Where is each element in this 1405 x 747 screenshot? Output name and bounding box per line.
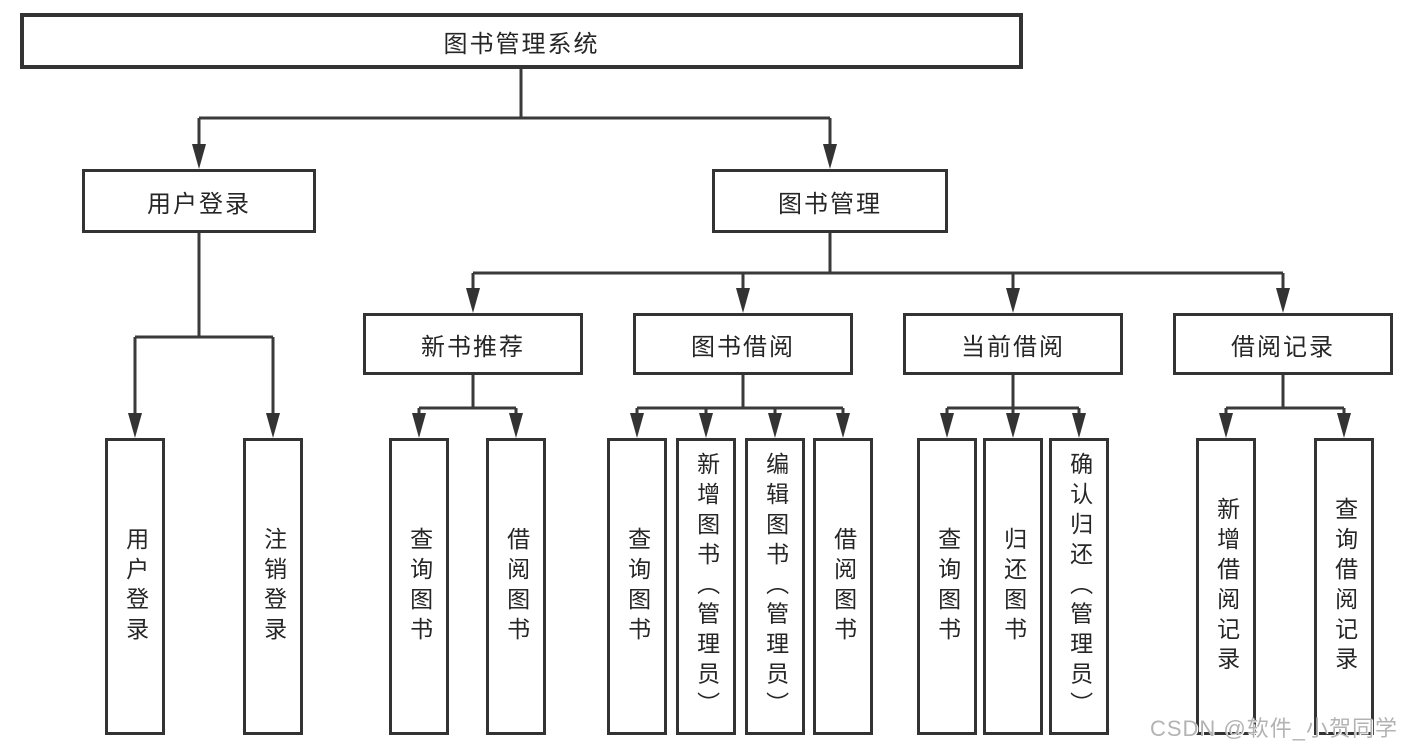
node-label: 借阅记录 [1231,333,1335,361]
leaf-label: 确认归还（管理员） [1066,451,1093,722]
leaf-add-borrowing-record: 新增借阅记录 [1196,438,1256,735]
leaf-logout: 注销登录 [243,438,303,735]
leaf-search-books-3: 查询图书 [917,438,977,735]
leaf-label: 编辑图书（管理员） [762,451,789,722]
arrowheads [128,144,1351,438]
node-current-borrowing: 当前借阅 [903,313,1123,375]
leaf-label: 查询图书 [624,526,651,647]
leaf-label: 新增图书（管理员） [693,451,720,722]
node-library-management-system: 图书管理系统 [20,13,1023,69]
leaf-label: 查询图书 [406,526,433,647]
leaf-label: 新增借阅记录 [1213,496,1240,677]
leaf-label: 查询借阅记录 [1331,496,1358,677]
node-user-login: 用户登录 [82,169,316,233]
node-label: 新书推荐 [421,333,525,361]
node-label: 图书管理系统 [443,30,600,58]
node-label: 图书借阅 [691,333,795,361]
node-label: 用户登录 [147,190,251,218]
leaf-search-books-1: 查询图书 [389,438,449,735]
leaf-label: 查询图书 [934,526,961,647]
leaf-edit-books-admin: 编辑图书（管理员） [745,438,805,735]
watermark: CSDN @软件_小贺同学 [1149,716,1398,741]
leaf-label: 注销登录 [260,526,287,647]
leaf-add-books-admin: 新增图书（管理员） [676,438,736,735]
node-borrowing-records: 借阅记录 [1173,313,1393,375]
leaf-confirm-return-admin: 确认归还（管理员） [1049,438,1109,735]
leaf-label: 归还图书 [1000,526,1027,647]
node-label: 当前借阅 [961,333,1065,361]
node-new-book-recommendation: 新书推荐 [363,313,583,375]
node-book-borrowing: 图书借阅 [633,313,853,375]
leaf-label: 借阅图书 [830,526,857,647]
leaf-label: 借阅图书 [503,526,530,647]
leaf-return-books: 归还图书 [983,438,1043,735]
node-book-management: 图书管理 [712,169,948,233]
leaf-borrow-books-1: 借阅图书 [486,438,546,735]
leaf-search-borrowing-record: 查询借阅记录 [1314,438,1374,735]
leaf-borrow-books-2: 借阅图书 [813,438,873,735]
leaf-label: 用户登录 [122,526,149,647]
leaf-user-login: 用户登录 [105,438,165,735]
node-label: 图书管理 [778,190,882,218]
leaf-search-books-2: 查询图书 [607,438,667,735]
